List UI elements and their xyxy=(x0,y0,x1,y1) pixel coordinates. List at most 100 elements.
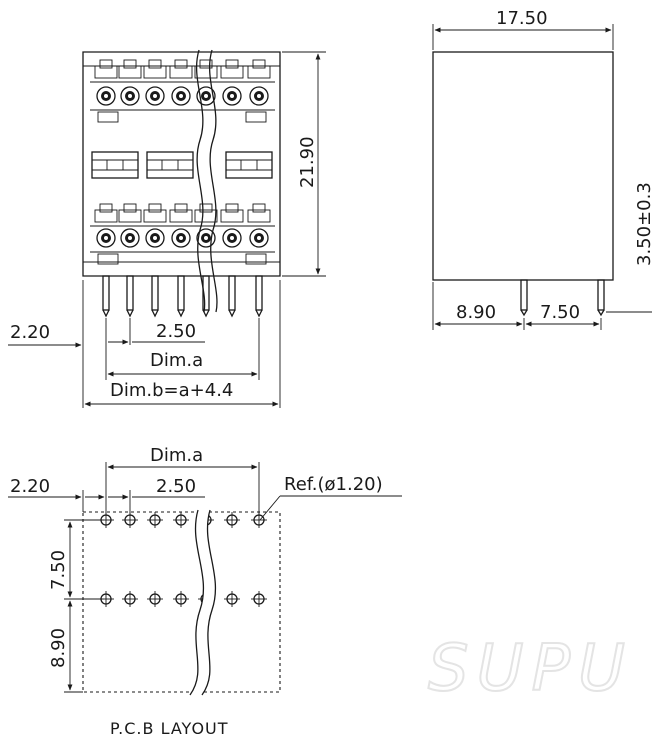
break-line xyxy=(195,49,206,313)
pcb-dim-offset-label: 2.20 xyxy=(10,476,50,497)
terminal-screw-hole xyxy=(153,94,157,98)
terminal-screw xyxy=(249,86,269,106)
terminal-screw-hole xyxy=(128,94,132,98)
pcb-break-line-2 xyxy=(201,509,217,696)
terminal-screw xyxy=(96,228,116,248)
terminal-slot xyxy=(118,209,142,223)
terminal-tab xyxy=(225,59,239,69)
dim-a-label: Dim.a xyxy=(150,350,203,371)
terminal-screw xyxy=(196,86,216,106)
terminal-tab xyxy=(148,59,162,69)
terminal-screw xyxy=(145,228,165,248)
terminal-screw xyxy=(120,228,140,248)
terminal-slot xyxy=(118,65,142,79)
pcb-dim-row-spacing-label: 7.50 xyxy=(48,550,69,590)
latch-block xyxy=(146,151,194,179)
terminal-screw xyxy=(120,86,140,106)
connector-pin xyxy=(255,275,263,311)
terminal-foot xyxy=(97,111,119,123)
terminal-tab xyxy=(123,59,137,69)
connector-pin xyxy=(177,275,185,311)
terminal-screw-hole xyxy=(153,236,157,240)
side-body-outline xyxy=(432,51,614,281)
terminal-tab xyxy=(225,203,239,213)
terminal-screw xyxy=(96,86,116,106)
connector-pin xyxy=(151,275,159,311)
connector-pin-tip xyxy=(126,309,134,318)
dim-offset-label: 2.20 xyxy=(10,322,50,343)
terminal-row-edge xyxy=(90,81,275,111)
pcb-outline xyxy=(82,511,281,693)
terminal-screw-hole xyxy=(230,94,234,98)
connector-pin-tip xyxy=(228,309,236,318)
dim-pitch-label: 2.50 xyxy=(156,321,196,342)
terminal-screw-hole xyxy=(204,236,208,240)
terminal-screw-hole xyxy=(257,236,261,240)
side-pin-2 xyxy=(597,279,605,311)
terminal-foot xyxy=(245,111,267,123)
terminal-slot xyxy=(143,65,167,79)
terminal-slot xyxy=(143,209,167,223)
terminal-screw-hole xyxy=(179,236,183,240)
connector-pin-tip xyxy=(177,309,185,318)
terminal-tab xyxy=(252,59,266,69)
terminal-tab xyxy=(99,203,113,213)
terminal-slot xyxy=(94,65,118,79)
terminal-foot xyxy=(97,253,119,265)
terminal-row-edge xyxy=(90,225,275,253)
terminal-foot xyxy=(245,253,267,265)
terminal-screw xyxy=(171,228,191,248)
ref-hole-label: Ref.(ø1.20) xyxy=(284,474,383,495)
hole-rows xyxy=(98,512,267,607)
dim-height-label: 21.90 xyxy=(297,136,318,188)
terminal-screw-hole xyxy=(257,94,261,98)
terminal-screw-hole xyxy=(104,94,108,98)
latch-window xyxy=(240,159,258,171)
terminal-tab xyxy=(199,59,213,69)
terminal-slot xyxy=(220,209,244,223)
pcb-dim-bottom-label: 8.90 xyxy=(48,628,69,668)
pcb-break-line xyxy=(189,509,205,696)
terminal-screw xyxy=(145,86,165,106)
latch-row xyxy=(91,151,273,179)
latch-block xyxy=(91,151,139,179)
connector-pin xyxy=(126,275,134,311)
terminal-slot xyxy=(220,65,244,79)
terminal-tab xyxy=(99,59,113,69)
dim-b-label: Dim.b=a+4.4 xyxy=(110,380,233,401)
terminal-screw xyxy=(222,86,242,106)
terminal-tab xyxy=(123,203,137,213)
top-terminal-row xyxy=(90,59,275,123)
dim-width-label: 17.50 xyxy=(496,8,548,29)
pcb-layout-title: P.C.B LAYOUT xyxy=(110,719,229,738)
front-view: 21.90 2.20 2.50 Dim.a Dim.b=a+4.4 xyxy=(8,49,326,408)
connector-pin xyxy=(228,275,236,311)
latch-window xyxy=(161,159,179,171)
terminal-screw-hole xyxy=(204,94,208,98)
terminal-slot xyxy=(94,209,118,223)
terminal-tab xyxy=(199,203,213,213)
side-pin-1 xyxy=(520,279,528,311)
terminal-slot xyxy=(194,209,218,223)
latch-window xyxy=(106,159,124,171)
terminal-slot xyxy=(169,65,193,79)
terminal-slot xyxy=(247,209,271,223)
pin-row xyxy=(102,275,263,318)
dim-left-label: 8.90 xyxy=(456,302,496,323)
terminal-slot xyxy=(247,65,271,79)
side-view: 17.50 8.90 7.50 3.50±0.3 xyxy=(432,8,652,330)
terminal-screw-hole xyxy=(128,236,132,240)
terminal-screw xyxy=(222,228,242,248)
dim-pin-length-label: 3.50±0.3 xyxy=(634,182,652,266)
terminal-slot xyxy=(169,209,193,223)
connector-pin-tip xyxy=(102,309,110,318)
break-line-2 xyxy=(208,49,218,313)
dim-spacing-label: 7.50 xyxy=(540,302,580,323)
terminal-screw-hole xyxy=(179,94,183,98)
pcb-layout: Dim.a 2.20 2.50 Ref.(ø1.20) 7.50 8.90 P.… xyxy=(8,445,402,738)
pcb-dim-pitch-label: 2.50 xyxy=(156,476,196,497)
terminal-screw xyxy=(249,228,269,248)
pcb-dim-a-label: Dim.a xyxy=(150,445,203,466)
connector-pin-tip xyxy=(151,309,159,318)
